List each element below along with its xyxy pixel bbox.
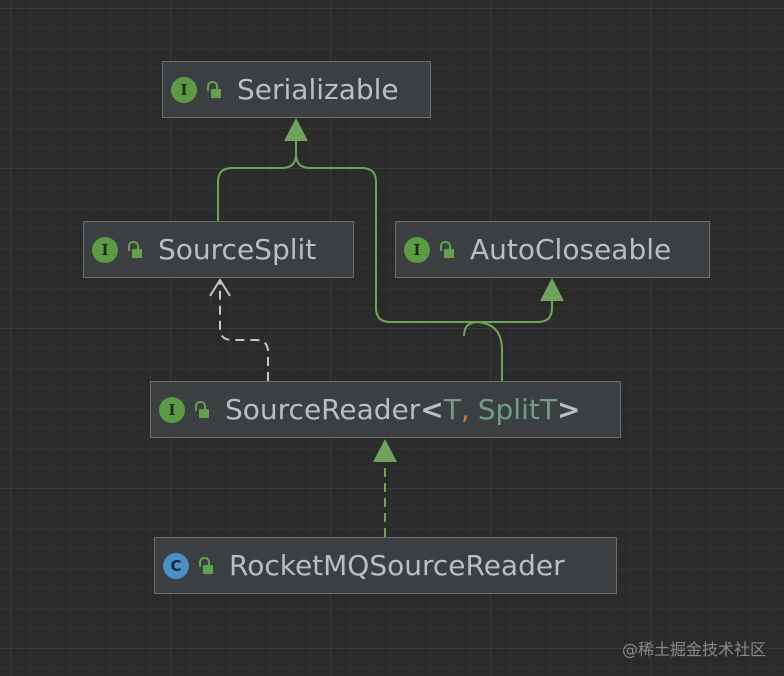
type-params-open: < <box>420 393 444 426</box>
node-sourcereader[interactable]: I SourceReader<T,SplitT> <box>150 381 621 438</box>
public-lock-icon <box>207 80 221 99</box>
node-label: SourceSplit <box>158 233 317 266</box>
node-autocloseable[interactable]: I AutoCloseable <box>395 221 710 278</box>
public-lock-icon <box>195 400 209 419</box>
node-label: SourceReader <box>225 393 421 426</box>
interface-icon: I <box>159 396 185 423</box>
interface-icon: I <box>404 236 430 263</box>
node-label: Serializable <box>237 73 399 106</box>
class-icon: C <box>163 552 189 579</box>
node-rocketmqsourcereader[interactable]: C RocketMQSourceReader <box>154 537 617 594</box>
node-sourcesplit[interactable]: I SourceSplit <box>83 221 354 278</box>
edge-sourcereader-extends-autocloseable <box>463 300 553 337</box>
node-serializable[interactable]: I Serializable <box>162 61 431 118</box>
type-param-t: T <box>443 393 461 426</box>
public-lock-icon <box>440 240 454 259</box>
edge-sourcereader-extends-serializable <box>295 153 503 381</box>
interface-icon: I <box>171 76 197 103</box>
arrowhead-autocloseable <box>540 278 564 301</box>
edge-sourcereader-uses-sourcesplit <box>219 282 269 381</box>
type-param-splitt: SplitT <box>477 393 557 426</box>
arrowhead-sourcesplit-open <box>209 278 231 297</box>
public-lock-icon <box>199 556 213 575</box>
type-params-close: > <box>556 393 581 426</box>
arrowhead-serializable <box>284 118 308 141</box>
public-lock-icon <box>128 240 142 259</box>
watermark: @稀土掘金技术社区 <box>621 640 766 659</box>
arrowhead-sourcereader <box>373 439 397 462</box>
node-label: RocketMQSourceReader <box>229 549 565 582</box>
edge-sourcesplit-extends-serializable <box>217 140 297 221</box>
node-label: AutoCloseable <box>470 233 672 266</box>
type-param-comma: , <box>460 393 470 426</box>
interface-icon: I <box>92 236 118 263</box>
